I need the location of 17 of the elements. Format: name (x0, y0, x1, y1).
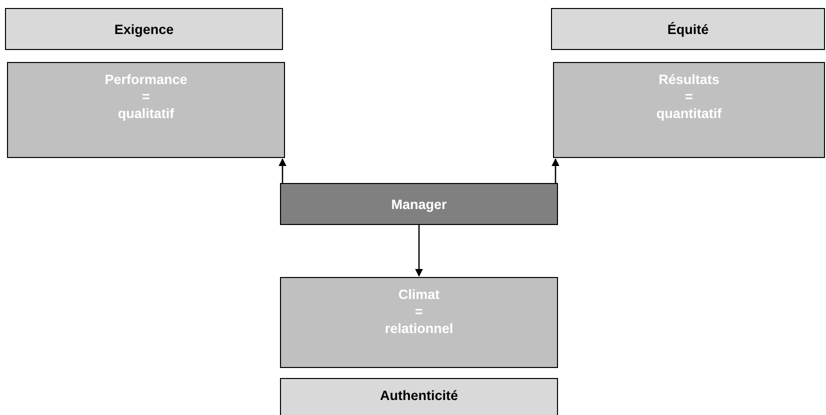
text-box (7, 62, 285, 158)
text-box (280, 378, 558, 415)
box-label: Performance = qualitatif (104, 71, 188, 122)
box-label: Équité (667, 20, 709, 38)
box-label: Authenticité (380, 387, 458, 404)
box-label: Résultats = quantitatif (655, 71, 723, 122)
arrow (415, 225, 423, 277)
box-label: Climat = relationnel (384, 286, 454, 337)
text-box (553, 62, 825, 158)
text-box (280, 277, 558, 368)
box-label: Manager (391, 196, 447, 212)
box-label: Exigence (114, 20, 174, 38)
arrow (552, 158, 560, 183)
text-box (5, 8, 283, 50)
text-box (280, 183, 558, 225)
text-box (551, 8, 825, 50)
arrow (278, 158, 286, 183)
